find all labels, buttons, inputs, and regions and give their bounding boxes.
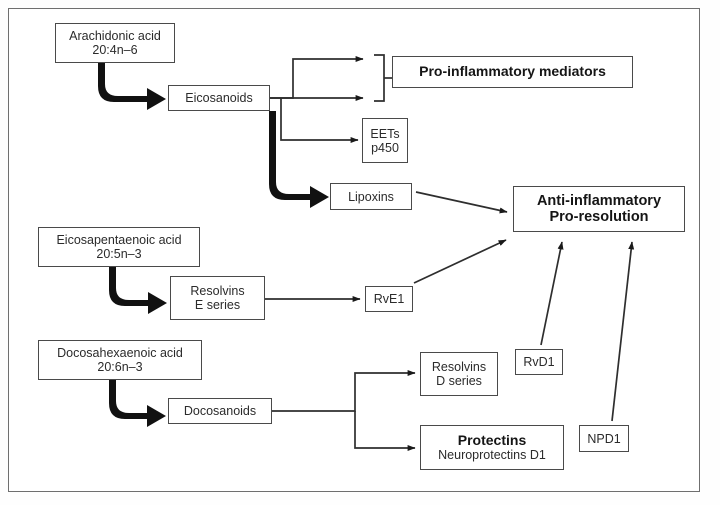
node-lipoxins: Lipoxins: [330, 183, 412, 210]
node-eicosapentaenoic-acid: Eicosapentaenoic acid 20:5n–3: [38, 227, 200, 267]
node-line: RvD1: [523, 355, 555, 369]
node-line: Protectins: [457, 431, 527, 448]
node-npd1: NPD1: [579, 425, 629, 452]
node-line: Arachidonic acid: [69, 29, 161, 43]
node-line: D series: [436, 374, 482, 388]
node-rvd1: RvD1: [515, 349, 563, 375]
node-docosahexaenoic-acid: Docosahexaenoic acid 20:6n–3: [38, 340, 202, 380]
node-line: EETs: [370, 126, 400, 141]
node-eets-p450: EETs p450: [362, 118, 408, 163]
node-line: RvE1: [373, 292, 405, 306]
node-eicosanoids: Eicosanoids: [168, 85, 270, 111]
node-line: 20:6n–3: [97, 360, 143, 374]
node-line: 20:5n–3: [96, 247, 142, 261]
node-resolvins-e-series: Resolvins E series: [170, 276, 265, 320]
node-line: Anti-inflammatory: [536, 192, 662, 209]
node-line: Pro-inflammatory mediators: [419, 63, 606, 80]
node-anti-inflammatory-pro-resolution: Anti-inflammatory Pro-resolution: [513, 186, 685, 232]
node-rve1: RvE1: [365, 286, 413, 312]
node-line: Resolvins: [431, 360, 487, 374]
node-line: 20:4n–6: [92, 43, 138, 57]
node-line: Neuroprotectins D1: [438, 448, 546, 463]
node-resolvins-d-series: Resolvins D series: [420, 352, 498, 396]
node-line: Lipoxins: [348, 189, 394, 204]
node-protectins: Protectins Neuroprotectins D1: [420, 425, 564, 470]
node-line: Eicosanoids: [185, 91, 253, 105]
node-line: p450: [371, 140, 399, 155]
node-line: Docosahexaenoic acid: [57, 346, 183, 360]
node-line: Eicosapentaenoic acid: [56, 233, 182, 247]
node-pro-inflammatory-mediators: Pro-inflammatory mediators: [392, 56, 633, 88]
node-line: E series: [194, 298, 241, 312]
node-docosanoids: Docosanoids: [168, 398, 272, 424]
node-line: NPD1: [587, 431, 621, 446]
node-line: Pro-resolution: [549, 209, 649, 225]
node-arachidonic-acid: Arachidonic acid 20:4n–6: [55, 23, 175, 63]
node-line: Docosanoids: [183, 404, 257, 418]
node-line: Resolvins: [190, 284, 245, 298]
